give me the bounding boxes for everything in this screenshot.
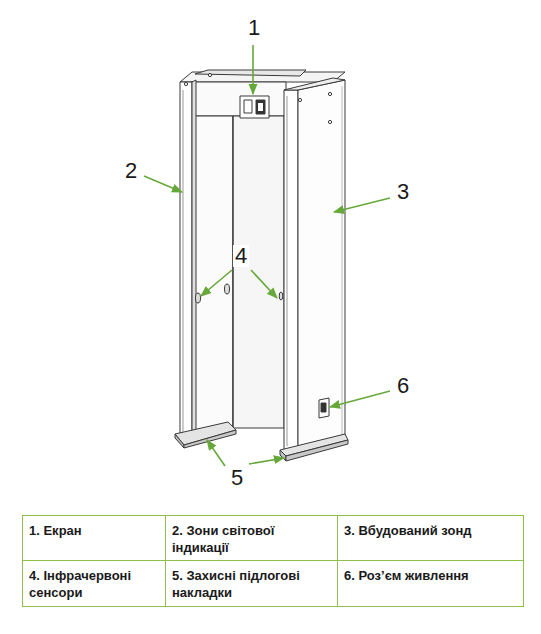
callout-number: 6 [395,375,411,397]
table-cell: 3. Вбудований зонд [338,519,523,542]
callout-number: 5 [229,467,245,489]
callout-number: 3 [395,181,411,203]
callout-number: 1 [246,17,262,39]
callout-number: 2 [123,160,139,182]
callout-number: 4 [233,245,249,267]
table-cell: 4. Інфрачервоні сенсори [23,564,165,604]
table-cell: 5. Захисні підлогові накладки [166,564,337,604]
table-cell: 6. Роз’єм живлення [338,564,523,587]
table-cell: 1. Екран [23,519,165,542]
legend-table-grid [23,516,524,607]
walk-through-gate [175,70,348,461]
table-cell: 2. Зони світової індикації [166,519,337,559]
leader-lines [144,45,390,466]
